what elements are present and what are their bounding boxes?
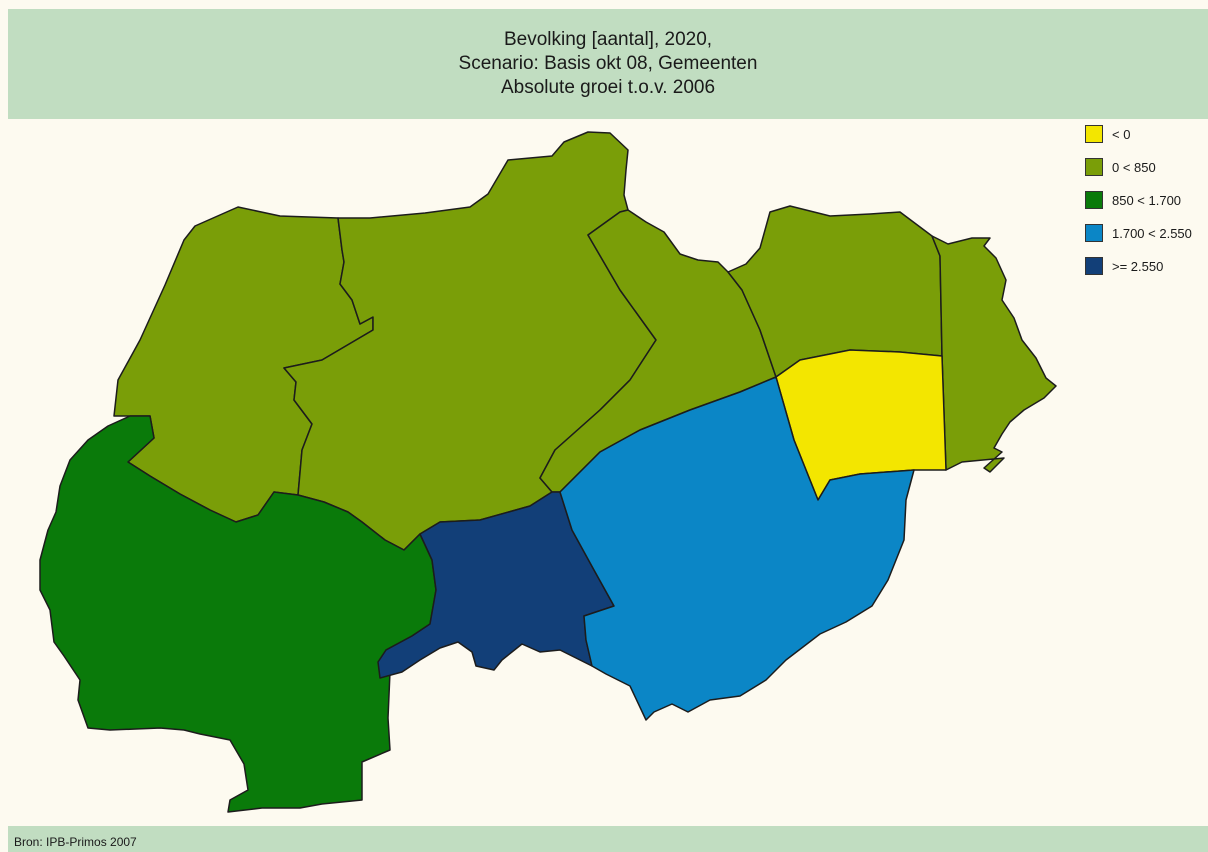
map-title-bar: Bevolking [aantal], 2020, Scenario: Basi… [8, 9, 1208, 119]
legend-label: 850 < 1.700 [1112, 192, 1182, 208]
legend-item: 1.700 < 2.550 [1085, 223, 1208, 243]
legend-item: >= 2.550 [1085, 256, 1208, 276]
legend-item: 850 < 1.700 [1085, 190, 1208, 210]
map-legend: < 0 0 < 850 850 < 1.700 1.700 < 2.550 >=… [1085, 124, 1208, 289]
region-east-strip[interactable] [931, 235, 1057, 473]
legend-swatch [1085, 257, 1103, 275]
legend-label: 0 < 850 [1112, 159, 1156, 175]
legend-label: 1.700 < 2.550 [1112, 225, 1192, 241]
map-title-line-3: Absolute groei t.o.v. 2006 [500, 77, 716, 98]
legend-swatch [1085, 191, 1103, 209]
legend-item: 0 < 850 [1085, 157, 1208, 177]
map-title-line-1: Bevolking [aantal], 2020, [503, 29, 713, 50]
legend-swatch [1085, 158, 1103, 176]
legend-swatch [1085, 125, 1103, 143]
map-title-line-2: Scenario: Basis okt 08, Gemeenten [458, 53, 758, 74]
region-south-east[interactable] [559, 376, 915, 721]
legend-label: < 0 [1112, 126, 1131, 142]
legend-item: < 0 [1085, 124, 1208, 144]
source-footer: Bron: IPB-Primos 2007 [8, 826, 1208, 852]
legend-swatch [1085, 224, 1103, 242]
legend-label: >= 2.550 [1112, 258, 1164, 274]
region-south-west[interactable] [39, 415, 437, 813]
source-text: Bron: IPB-Primos 2007 [14, 835, 137, 849]
